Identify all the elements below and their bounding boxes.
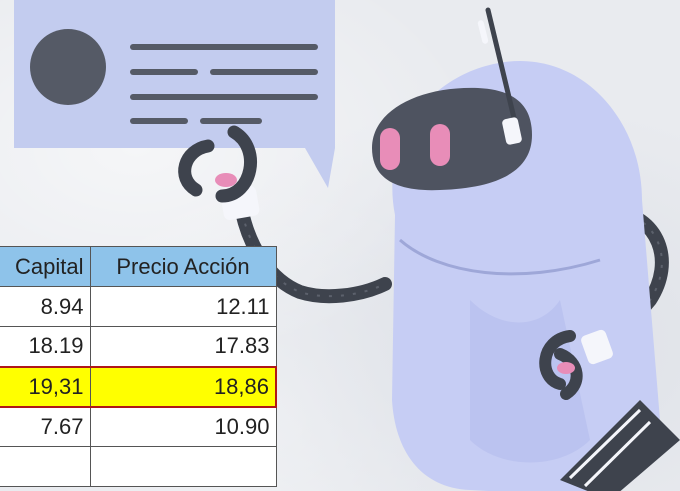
cell-precio: 18,86 (89, 365, 277, 408)
cell-capital: 7.67 (0, 406, 91, 447)
cell-precio: 17.83 (89, 326, 277, 367)
cell-precio: 10.90 (89, 406, 277, 447)
cell-capital: 18.19 (0, 326, 91, 367)
robot-eye-right-icon (430, 124, 450, 166)
table-row (0, 446, 277, 487)
table-header-row: Capital Precio Acción (0, 246, 277, 287)
robot-body (372, 7, 680, 491)
header-precio-accion: Precio Acción (89, 246, 277, 287)
cell-capital: 8.94 (0, 286, 91, 327)
table-row-highlighted: 19,31 18,86 (0, 365, 277, 408)
table-row: 8.94 12.11 (0, 286, 277, 327)
table-row: 7.67 10.90 (0, 406, 277, 447)
cell-capital (0, 446, 91, 487)
cell-capital: 19,31 (0, 365, 91, 408)
cell-precio: 12.11 (89, 286, 277, 327)
robot-eye-left-icon (380, 128, 400, 170)
cell-precio (89, 446, 277, 487)
stock-data-table: Capital Precio Acción 8.94 12.11 18.19 1… (0, 246, 277, 487)
speech-bubble-icon (14, 0, 335, 188)
header-capital: Capital (0, 246, 91, 287)
table-row: 18.19 17.83 (0, 326, 277, 367)
robot-left-arm (178, 125, 392, 304)
avatar-placeholder-icon (30, 29, 106, 105)
